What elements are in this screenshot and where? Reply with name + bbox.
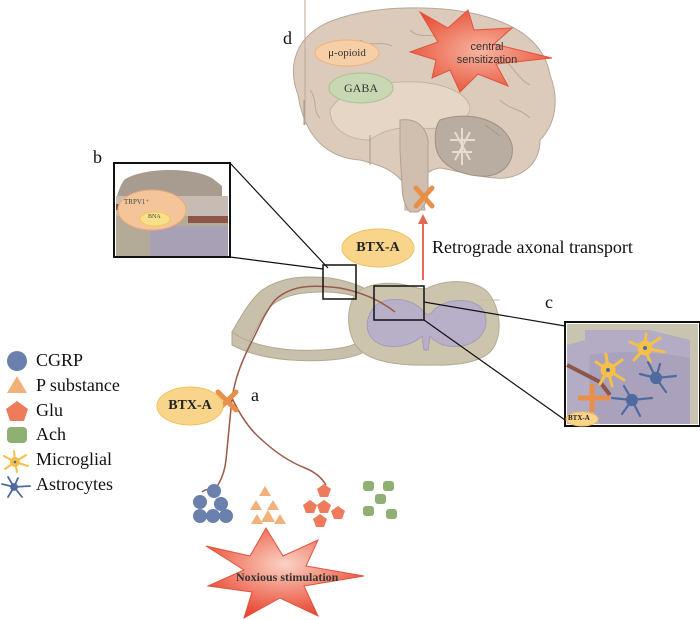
central-sensitization-star xyxy=(408,9,553,93)
legend-label-cgrp: CGRP xyxy=(36,350,84,370)
noxious-stimulation-label: Noxious stimulation xyxy=(236,570,339,584)
legend-circle-icon xyxy=(7,351,27,371)
inset-c-marker xyxy=(373,285,425,321)
legend-label-astrocytes: Astrocytes xyxy=(36,474,113,494)
legend-astrocyte-icon xyxy=(1,476,31,498)
gaba-label: GABA xyxy=(343,80,378,95)
bna-label: BNA xyxy=(148,214,161,220)
legend-triangle-icon xyxy=(7,376,27,393)
gaba-oval xyxy=(328,72,394,104)
connector-line-c xyxy=(423,301,566,327)
legend-rounded-square-icon xyxy=(7,427,27,443)
mu-opioid-label: μ-opioid xyxy=(328,47,366,59)
panel-label-b: b xyxy=(93,147,102,167)
noxious-stimulation-star xyxy=(205,527,365,620)
retrograde-transport-label: Retrograde axonal transport xyxy=(432,237,633,257)
panel-label-c: c xyxy=(545,292,553,312)
btx-a-lower-oval xyxy=(156,386,224,426)
inset-b-marker xyxy=(322,264,357,300)
central-sensitization-line2: sensitization xyxy=(456,54,518,66)
legend-label-p-substance: P substance xyxy=(36,375,120,395)
astrocyte-cell-icon xyxy=(638,360,678,394)
connector-line-b xyxy=(229,162,329,269)
connector-line-c xyxy=(423,319,566,421)
spinal-cord xyxy=(231,276,500,366)
legend-microglia-icon xyxy=(3,450,29,473)
ach-cluster xyxy=(363,481,397,519)
inset-c xyxy=(564,321,700,427)
block-x-upper-icon xyxy=(413,185,435,209)
panel-label-d: d xyxy=(283,28,292,48)
btx-a-upper-oval xyxy=(341,228,415,268)
btx-a-lower-label: BTX-A xyxy=(168,398,212,413)
btx-a-upper-label: BTX-A xyxy=(356,240,400,255)
astrocyte-cell-icon xyxy=(610,384,654,418)
block-cross-icon xyxy=(578,384,610,412)
grey-matter xyxy=(366,299,487,351)
p-substance-cluster xyxy=(250,486,286,524)
brain-pointer-line xyxy=(484,124,501,137)
brain xyxy=(293,0,556,213)
retrograde-arrow xyxy=(418,214,428,280)
glu-cluster xyxy=(303,484,345,527)
legend-label-glu: Glu xyxy=(36,400,63,420)
microglia-cell-icon xyxy=(594,352,626,388)
mu-opioid-oval xyxy=(314,39,380,67)
trpv1-label: TRPV1⁺ xyxy=(124,198,150,206)
panel-label-a: a xyxy=(251,385,259,405)
legend-label-ach: Ach xyxy=(36,424,66,444)
central-sensitization-line1: central xyxy=(470,41,504,53)
legend-pentagon-icon xyxy=(6,401,28,421)
cerebellum-folia xyxy=(450,128,475,165)
sensory-nerve-fiber xyxy=(217,285,396,486)
inset-b xyxy=(113,162,231,258)
legend-label-microglial: Microglial xyxy=(36,449,112,469)
brain-stem xyxy=(399,119,429,213)
microglia-cell-icon xyxy=(628,332,666,364)
inset-c-btx-label: BTX-A xyxy=(568,414,590,422)
inset-c-btx-oval xyxy=(565,411,599,427)
connector-line-b xyxy=(229,256,324,270)
cgrp-cluster xyxy=(193,484,233,523)
legend-icons xyxy=(1,351,31,498)
